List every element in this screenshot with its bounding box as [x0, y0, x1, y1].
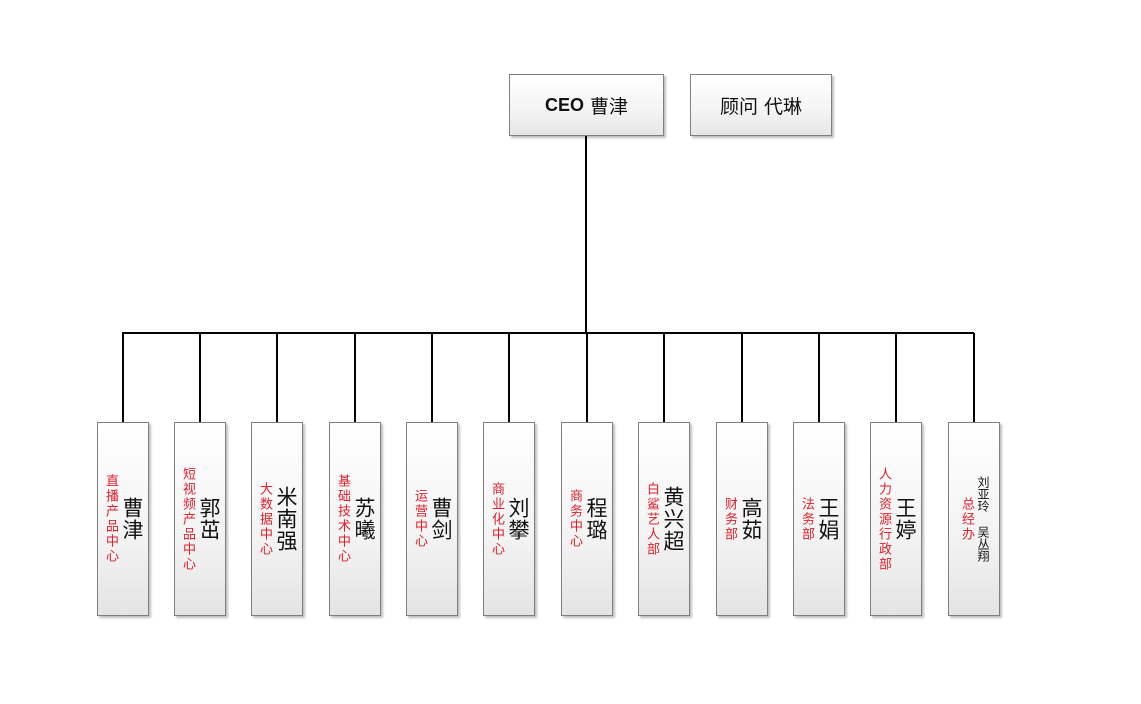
- dept-name: 商业化中心: [489, 481, 504, 557]
- dept-name: 大数据中心: [257, 481, 272, 557]
- dept-box[interactable]: 人力资源行政部 王婷: [870, 422, 922, 616]
- head-name: 高茹: [739, 497, 763, 541]
- head-name: 苏曦: [352, 497, 376, 541]
- head-name: 王婷: [893, 497, 917, 541]
- dept-box[interactable]: 运营中心 曹剑: [406, 422, 458, 616]
- dept-name: 人力资源行政部: [876, 466, 891, 572]
- dept-box[interactable]: 法务部 王娟: [793, 422, 845, 616]
- head-name: 刘攀: [506, 497, 530, 541]
- dept-box[interactable]: 直播产品中心 曹津: [97, 422, 149, 616]
- ceo-box[interactable]: CEO 曹津: [509, 74, 664, 136]
- dept-box[interactable]: 大数据中心 米南强: [251, 422, 303, 616]
- dept-name: 直播产品中心: [103, 474, 118, 564]
- dept-name: 财务部: [722, 496, 737, 542]
- dept-name: 短视频产品中心: [180, 466, 195, 572]
- dept-box[interactable]: 商业化中心 刘攀: [483, 422, 535, 616]
- head-name: 程璐: [584, 497, 608, 541]
- dept-box[interactable]: 总经办 刘亚玲 吴丛翔: [948, 422, 1000, 616]
- dept-name: 商务中心: [567, 489, 582, 549]
- dept-box[interactable]: 基础技术中心 苏曦: [329, 422, 381, 616]
- head-name: 郭茁: [197, 497, 221, 541]
- dept-box[interactable]: 白鲨艺人部 黄兴超: [638, 422, 690, 616]
- advisor-box[interactable]: 顾问 代琳: [690, 74, 832, 136]
- head-name: 米南强: [274, 486, 298, 552]
- ceo-role: CEO: [544, 94, 584, 115]
- head-name: 曹剑: [429, 497, 453, 541]
- dept-box[interactable]: 短视频产品中心 郭茁: [174, 422, 226, 616]
- dept-name: 白鲨艺人部: [644, 481, 659, 557]
- dept-name: 基础技术中心: [335, 474, 350, 564]
- head-name: 曹津: [120, 497, 144, 541]
- head-name: 刘亚玲 吴丛翔: [976, 476, 990, 562]
- ceo-name: 曹津: [590, 95, 629, 118]
- head-name: 黄兴超: [661, 486, 685, 552]
- dept-box[interactable]: 商务中心 程璐: [561, 422, 613, 616]
- head-name: 王娟: [816, 497, 840, 541]
- dept-name: 运营中心: [412, 489, 427, 549]
- dept-name: 总经办: [959, 496, 974, 542]
- dept-box[interactable]: 财务部 高茹: [716, 422, 768, 616]
- advisor-label: 顾问 代琳: [719, 95, 803, 118]
- dept-name: 法务部: [799, 496, 814, 542]
